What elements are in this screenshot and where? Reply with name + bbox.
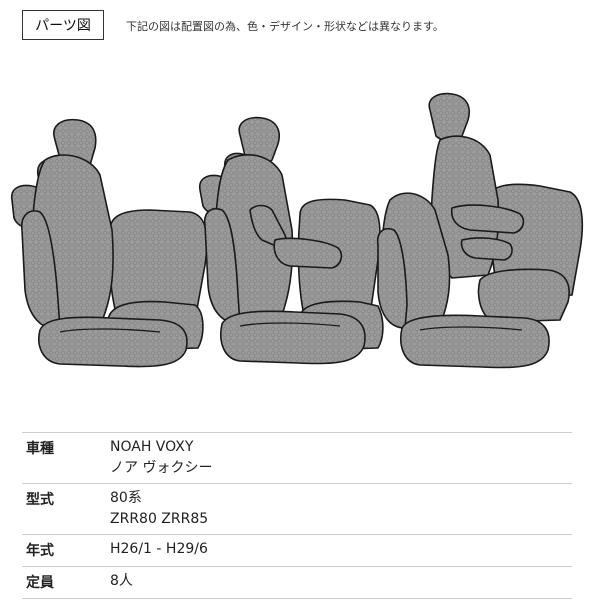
parts-diagram-label: パーツ図	[22, 10, 104, 40]
third-row-right-cushion	[477, 268, 570, 323]
spec-row-vehicle: 車種 NOAH VOXY ノア ヴォクシー	[22, 432, 572, 484]
third-row-armrest-upper	[450, 204, 525, 234]
spec-value: H26/1 - H29/6	[110, 541, 208, 557]
disclaimer-note: 下記の図は配置図の為、色・デザイン・形状などは異なります。	[126, 20, 444, 33]
front-driver-side-bolster	[20, 210, 61, 331]
spec-label: 定員	[26, 575, 54, 591]
spec-row-year: 年式 H26/1 - H29/6	[22, 535, 572, 567]
second-row-cushion	[220, 310, 366, 365]
spec-label: 年式	[26, 543, 54, 559]
third-row-cushion	[400, 314, 550, 369]
front-row-seats	[10, 118, 208, 368]
spec-table: 車種 NOAH VOXY ノア ヴォクシー 型式 80系 ZRR80 ZRR85…	[22, 432, 572, 599]
seat-layout-illustration	[0, 80, 600, 390]
third-row-seats	[376, 92, 584, 369]
spec-label: 車種	[26, 441, 54, 457]
header: パーツ図 下記の図は配置図の為、色・デザイン・形状などは異なります。	[22, 10, 582, 44]
second-row-seats	[198, 116, 384, 365]
spec-label: 型式	[26, 492, 54, 508]
front-driver-cushion	[38, 316, 188, 368]
third-row-armrest-lower	[460, 237, 513, 261]
spec-value: ZRR80 ZRR85	[110, 511, 209, 527]
third-row-side-bolster	[376, 228, 408, 329]
second-row-side-bolster	[203, 208, 241, 325]
second-row-armrest-lower	[273, 237, 343, 269]
spec-value: 8人	[110, 573, 133, 589]
spec-value: 80系	[110, 490, 142, 506]
spec-row-capacity: 定員 8人	[22, 567, 572, 599]
spec-row-model: 型式 80系 ZRR80 ZRR85	[22, 484, 572, 535]
spec-value: ノア ヴォクシー	[110, 460, 213, 476]
third-row-headrest-large	[428, 92, 470, 142]
spec-value: NOAH VOXY	[110, 439, 194, 455]
